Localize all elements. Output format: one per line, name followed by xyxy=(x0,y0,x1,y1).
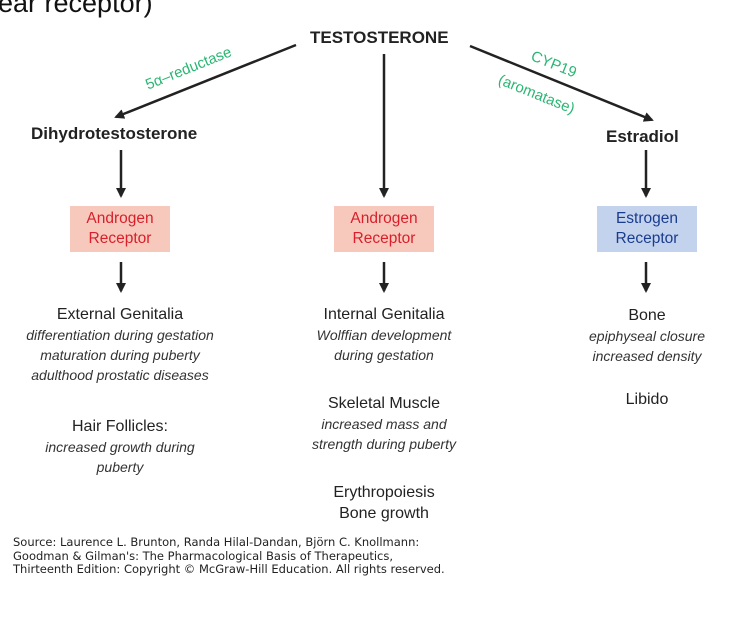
effect-desc: increased density xyxy=(592,348,702,364)
testosterone-label: TESTOSTERONE xyxy=(310,28,449,47)
receptor-line-1: Androgen xyxy=(350,210,418,227)
receptor-line-2: Receptor xyxy=(615,230,679,247)
effects-libido: Libido xyxy=(572,389,722,410)
estradiol-label: Estradiol xyxy=(606,127,679,146)
androgen-receptor-left: Androgen Receptor xyxy=(70,206,170,252)
effect-title: External Genitalia xyxy=(56,306,184,323)
arrow-testosterone-to-estradiol xyxy=(469,44,654,122)
source-line: Source: Laurence L. Brunton, Randa Hilal… xyxy=(13,535,420,549)
effects-internal-genitalia: Internal Genitalia Wolffian development … xyxy=(274,304,494,365)
dihydrotestosterone-label: Dihydrotestosterone xyxy=(31,124,198,143)
effects-other: Erythropoiesis Bone growth xyxy=(274,482,494,524)
effects-bone: Bone epiphyseal closure increased densit… xyxy=(572,305,722,366)
effect-desc: increased mass and xyxy=(321,416,447,432)
effect-title: Internal Genitalia xyxy=(323,306,445,323)
effects-external-genitalia: External Genitalia differentiation durin… xyxy=(0,304,240,385)
effect-desc: increased growth during xyxy=(45,439,195,455)
estrogen-receptor-right: Estrogen Receptor xyxy=(597,206,697,252)
effect-libido: Libido xyxy=(625,391,669,408)
top-fragment-text: ear receptor) xyxy=(0,0,153,18)
effect-desc: Wolffian development xyxy=(316,327,452,343)
effect-desc: strength during puberty xyxy=(312,436,456,452)
effect-desc: differentiation during gestation xyxy=(26,327,214,343)
effect-desc: maturation during puberty xyxy=(40,347,200,363)
receptor-line-1: Estrogen xyxy=(615,210,679,227)
effect-desc: puberty xyxy=(96,459,144,475)
effect-desc: adulthood prostatic diseases xyxy=(31,367,209,383)
effects-hair-follicles: Hair Follicles: increased growth during … xyxy=(0,416,240,477)
effect-title: Hair Follicles: xyxy=(71,418,168,435)
source-line: Goodman & Gilman's: The Pharmacological … xyxy=(13,548,394,563)
arrow-testosterone-to-dht xyxy=(114,43,297,119)
effect-erythropoiesis: Erythropoiesis xyxy=(333,484,435,501)
effects-skeletal-muscle: Skeletal Muscle increased mass and stren… xyxy=(274,393,494,454)
source-line: Thirteenth Edition: Copyright © McGraw-H… xyxy=(13,562,445,576)
receptor-line-2: Receptor xyxy=(88,230,152,247)
effect-desc: epiphyseal closure xyxy=(589,328,705,344)
effect-bone-growth: Bone growth xyxy=(339,505,429,522)
receptor-line-2: Receptor xyxy=(352,230,416,247)
androgen-receptor-center: Androgen Receptor xyxy=(334,206,434,252)
effect-desc: during gestation xyxy=(334,347,434,363)
effect-title: Skeletal Muscle xyxy=(327,395,441,412)
receptor-line-1: Androgen xyxy=(86,210,154,227)
source-citation: Source: Laurence L. Brunton, Randa Hilal… xyxy=(13,535,445,577)
effect-title: Bone xyxy=(628,307,666,324)
